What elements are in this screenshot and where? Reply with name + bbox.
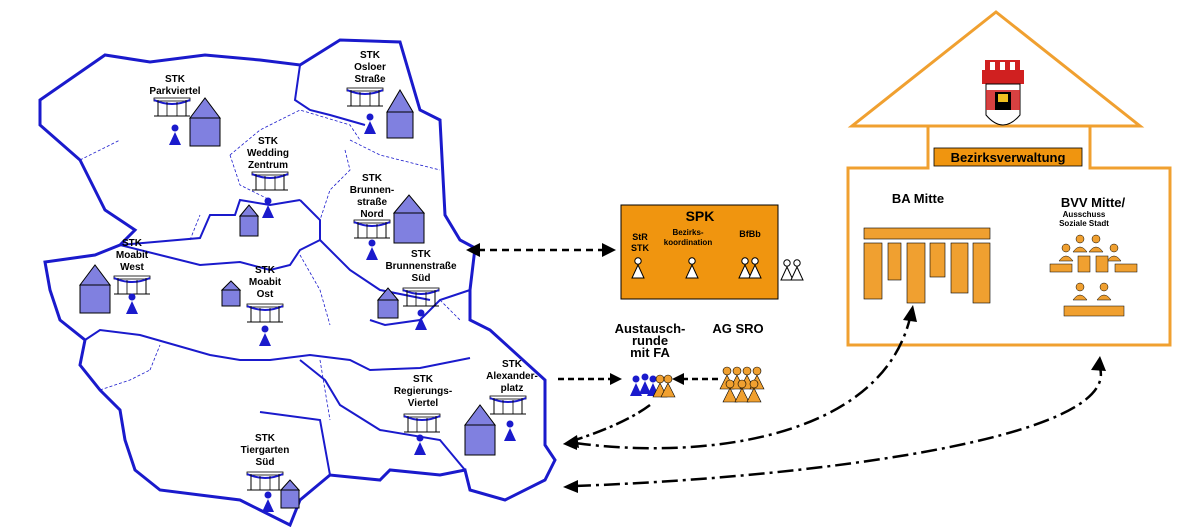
svg-text:Austausch-: Austausch- — [615, 321, 686, 336]
house-icon — [392, 194, 426, 244]
ba-mitte-org-chart — [863, 227, 991, 304]
district-label-osloer: STK Osloer Straße — [354, 50, 386, 85]
svg-text:Bezirks-: Bezirks- — [672, 228, 703, 237]
icons-parkviertel — [153, 97, 221, 147]
austausch-label: Austausch- runde mit FA — [615, 321, 686, 360]
svg-text:STK: STK — [360, 50, 381, 61]
svg-text:koordination: koordination — [664, 238, 713, 247]
bvv-mitte-label: BVV Mitte/ — [1061, 195, 1126, 210]
svg-text:STK: STK — [255, 433, 276, 444]
district-label-brunnen-nord: STK Brunnen- straße Nord — [350, 173, 394, 220]
house-icon — [79, 264, 111, 314]
person-icon — [780, 259, 794, 281]
svg-text:Nord: Nord — [360, 209, 383, 220]
district-label-regierungsviertel: STK Regierungs- Viertel — [394, 374, 452, 409]
svg-text:STK: STK — [255, 265, 276, 276]
svg-text:Osloer: Osloer — [354, 62, 386, 73]
icons-tiergarten — [246, 471, 301, 512]
district-label-tiergarten: STK Tiergarten Süd — [241, 433, 290, 468]
bezirksverwaltung-building: Bezirksverwaltung BA Mitte BVV Mitte/ Au… — [846, 10, 1172, 347]
svg-text:Süd: Süd — [412, 273, 431, 284]
district-label-brunnen-sued: STK Brunnenstraße Süd — [385, 249, 457, 284]
arrowheads — [466, 243, 1106, 493]
svg-text:Parkviertel: Parkviertel — [149, 86, 200, 97]
person-icon — [790, 259, 804, 281]
svg-text:Brunnen-: Brunnen- — [350, 185, 394, 196]
svg-text:STK: STK — [165, 74, 186, 85]
spk-title: SPK — [686, 208, 715, 224]
house-icon — [220, 280, 242, 307]
district-label-moabit-west: STK Moabit West — [116, 238, 149, 273]
svg-text:STK: STK — [411, 249, 432, 260]
district-label-moabit-ost: STK Moabit Ost — [249, 265, 282, 300]
svg-text:STK: STK — [413, 374, 434, 385]
icons-alexanderplatz — [464, 395, 527, 456]
svg-text:STK: STK — [631, 243, 650, 253]
svg-text:Wedding: Wedding — [247, 148, 289, 159]
svg-text:mit FA: mit FA — [630, 345, 670, 360]
district-label-alexanderplatz: STK Alexander- platz — [486, 359, 538, 394]
icons-brunnen-sued — [376, 287, 440, 330]
svg-text:STK: STK — [122, 238, 143, 249]
svg-text:STK: STK — [362, 173, 383, 184]
icons-brunnen-nord — [353, 194, 426, 260]
district-borders-dashed — [79, 109, 461, 421]
svg-text:Straße: Straße — [354, 74, 386, 85]
house-icon — [279, 479, 301, 509]
bvv-council-icon — [1049, 234, 1138, 317]
district-map-outline — [38, 38, 557, 528]
bezirksverwaltung-banner: Bezirksverwaltung — [951, 150, 1066, 165]
austausch-people — [630, 373, 676, 398]
svg-text:Alexander-: Alexander- — [486, 371, 538, 382]
svg-text:West: West — [120, 262, 144, 273]
svg-text:STK: STK — [502, 359, 523, 370]
person-icon — [639, 373, 651, 394]
svg-text:Soziale Stadt: Soziale Stadt — [1059, 219, 1109, 228]
ag-sro-label: AG SRO — [712, 321, 763, 336]
house-icon — [189, 97, 221, 147]
ba-mitte-label: BA Mitte — [892, 191, 944, 206]
ag-sro-people — [719, 366, 765, 403]
svg-text:StR: StR — [632, 232, 648, 242]
svg-text:Zentrum: Zentrum — [248, 160, 288, 171]
svg-text:BfBb: BfBb — [739, 229, 761, 239]
house-icon — [238, 204, 260, 237]
svg-text:STK: STK — [258, 136, 279, 147]
svg-text:Brunnenstraße: Brunnenstraße — [385, 261, 457, 272]
icons-osloer — [346, 87, 414, 139]
connector-arrows — [478, 248, 1103, 488]
icons-moabit-west — [79, 264, 151, 314]
spk-box: SPK StR STK Bezirks- koordination BfBb — [620, 204, 779, 300]
svg-text:Moabit: Moabit — [116, 250, 149, 261]
coat-of-arms-icon — [982, 60, 1024, 126]
svg-text:platz: platz — [501, 383, 524, 394]
house-icon — [464, 404, 496, 456]
house-icon — [386, 89, 414, 139]
district-label-parkviertel: STK Parkviertel — [149, 74, 200, 97]
house-icon — [376, 287, 400, 319]
svg-text:Ost: Ost — [257, 289, 274, 300]
svg-text:Moabit: Moabit — [249, 277, 282, 288]
svg-text:Ausschuss: Ausschuss — [1063, 210, 1106, 219]
svg-text:Viertel: Viertel — [408, 398, 439, 409]
icons-moabit-ost — [220, 280, 284, 346]
district-label-wedding: STK Wedding Zentrum — [247, 136, 289, 171]
svg-text:Tiergarten: Tiergarten — [241, 445, 290, 456]
icons-wedding — [238, 171, 289, 237]
svg-text:straße: straße — [357, 197, 387, 208]
svg-text:Regierungs-: Regierungs- — [394, 386, 452, 397]
svg-text:Süd: Süd — [256, 457, 275, 468]
svg-text:runde: runde — [632, 333, 668, 348]
